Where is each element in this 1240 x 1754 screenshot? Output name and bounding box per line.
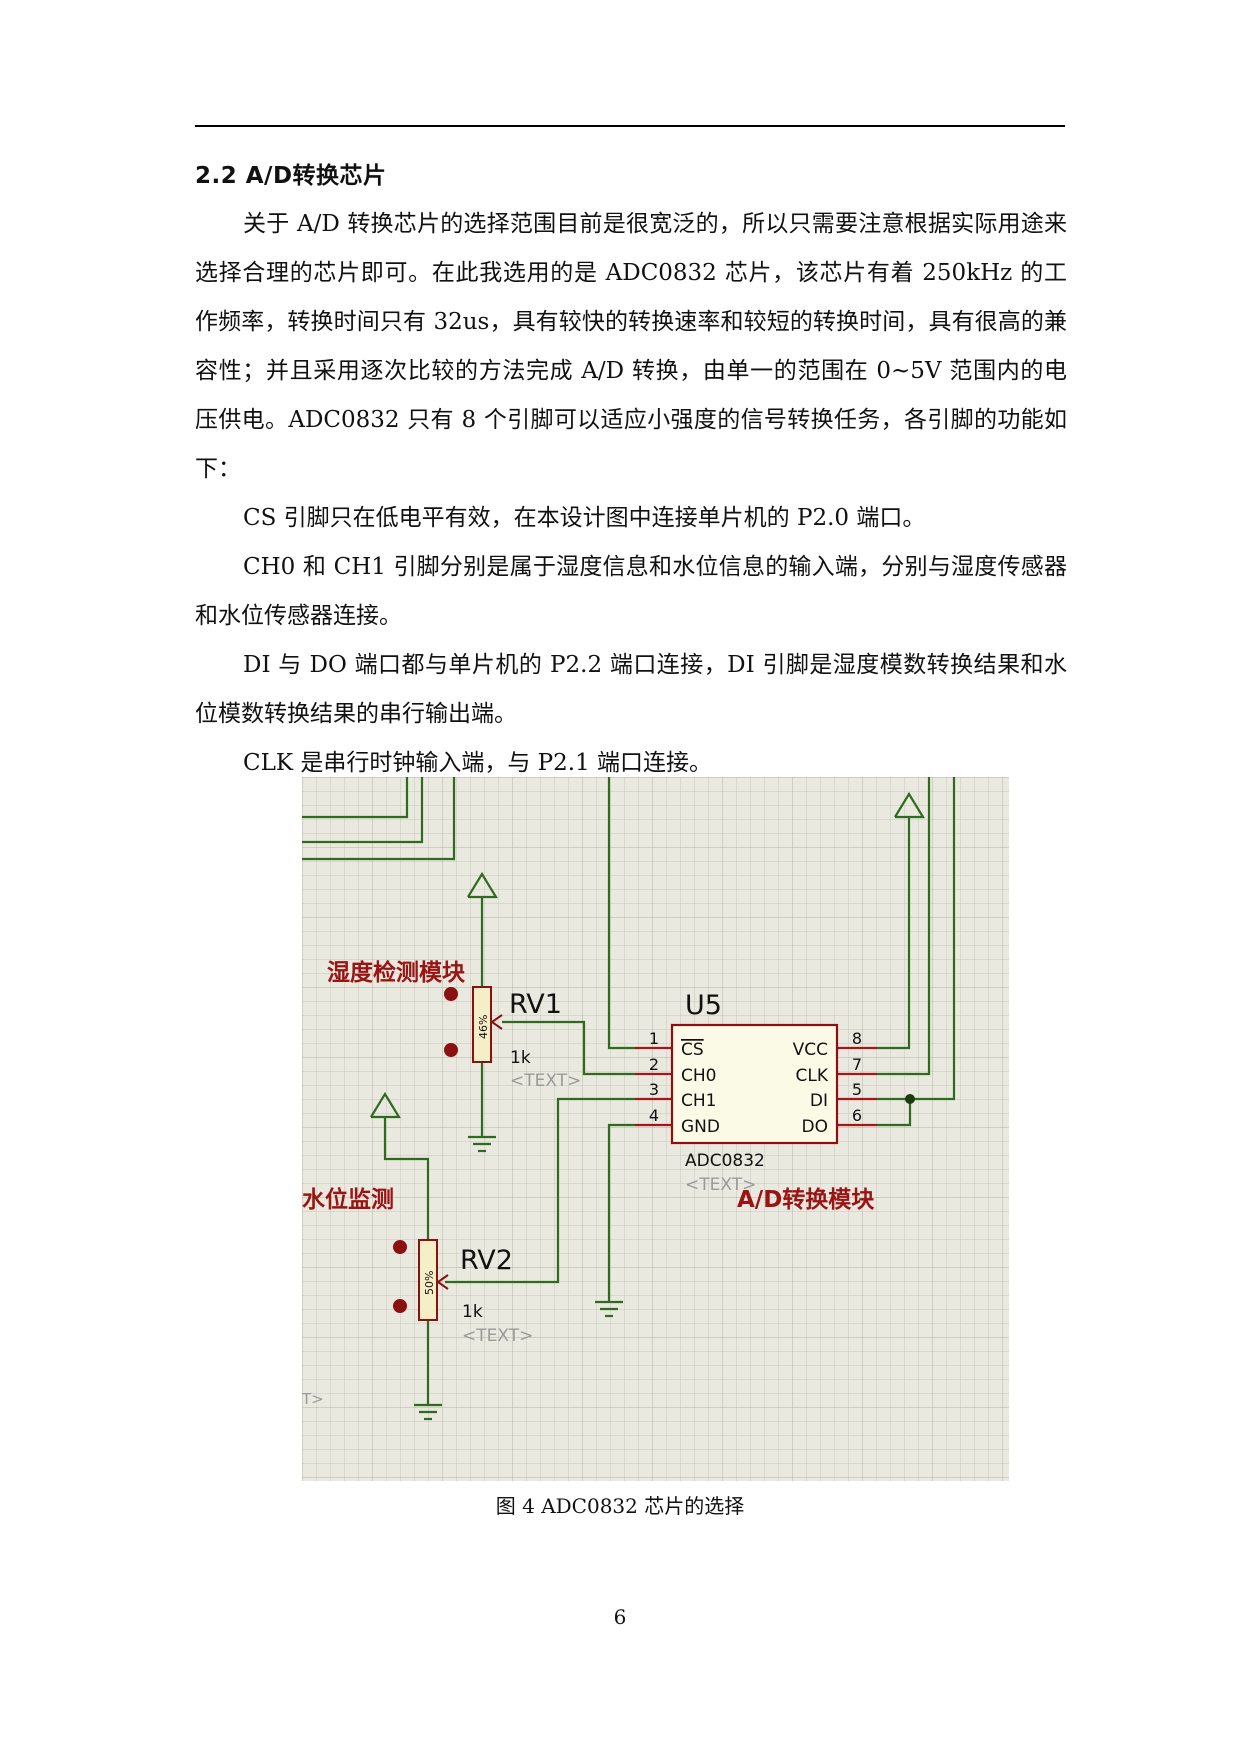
rv2-body	[418, 1239, 438, 1321]
rv2-percent: 50%	[423, 1271, 436, 1295]
rv1-ref: RV1	[509, 989, 562, 1020]
pin-name-do: DO	[802, 1117, 828, 1137]
rv2-ref: RV2	[460, 1245, 513, 1276]
u5-text-placeholder: <TEXT>	[685, 1175, 756, 1195]
paragraph-ch: CH0 和 CH1 引脚分别是属于湿度信息和水位信息的输入端，分别与湿度传感器和…	[195, 554, 1067, 629]
pin-number: 4	[649, 1106, 659, 1125]
pin-stubs	[635, 1046, 877, 1127]
rv1-terminal-down	[444, 1043, 458, 1057]
paragraph-clk: CLK 是串行时钟输入端，与 P2.1 端口连接。	[243, 750, 713, 776]
u5-chip-body	[670, 1023, 839, 1145]
page-number: 6	[613, 1605, 627, 1629]
rv1-text-placeholder: <TEXT>	[510, 1071, 581, 1091]
rv1-value: 1k	[510, 1048, 531, 1068]
pin-name-di: DI	[810, 1091, 828, 1111]
paragraph-di-do: DI 与 DO 端口都与单片机的 P2.2 端口连接，DI 引脚是湿度模数转换结…	[195, 652, 1067, 727]
edge-text-fragment: T>	[302, 1390, 324, 1408]
pin-number: 6	[852, 1106, 862, 1125]
water-module-label: 水位监测	[302, 1186, 394, 1213]
pin-number: 2	[649, 1055, 659, 1074]
rv2-terminal-up	[393, 1240, 407, 1254]
pin-name-cs: CS	[681, 1040, 704, 1060]
circuit-schematic: 湿度检测模块 水位监测 A/D转换模块 RV1 1k <TEXT> 46% RV…	[301, 777, 1009, 1481]
junction-dot	[905, 1094, 915, 1104]
rv2-text-placeholder: <TEXT>	[462, 1326, 533, 1346]
pin-name-clk: CLK	[796, 1066, 829, 1086]
ground-symbols	[414, 1135, 623, 1421]
rv2-wiper-arrow	[436, 1274, 449, 1290]
pin-name-vcc: VCC	[793, 1040, 828, 1060]
pin-name-ch1: CH1	[681, 1091, 716, 1111]
rv1-body	[472, 986, 492, 1063]
pin-number: 7	[852, 1055, 862, 1074]
pin-name-ch0: CH0	[681, 1066, 716, 1086]
section-heading: 2.2 A/D转换芯片	[195, 163, 387, 189]
figure-caption: 图 4 ADC0832 芯片的选择	[495, 1494, 745, 1518]
paragraph-intro: 关于 A/D 转换芯片的选择范围目前是很宽泛的，所以只需要注意根据实际用途来选择…	[195, 211, 1067, 482]
rv2-value: 1k	[462, 1302, 483, 1322]
rv2-terminal-down	[393, 1299, 407, 1313]
circuit-figure: 湿度检测模块 水位监测 A/D转换模块 RV1 1k <TEXT> 46% RV…	[301, 777, 1009, 1481]
pin-number: 3	[649, 1080, 659, 1099]
ad-module-label: A/D转换模块	[737, 1186, 874, 1213]
humidity-module-label: 湿度检测模块	[327, 959, 465, 986]
pin-name-gnd: GND	[681, 1117, 720, 1137]
rv1-percent: 46%	[477, 1015, 490, 1039]
u5-ref: U5	[685, 990, 722, 1021]
paragraph-cs: CS 引脚只在低电平有效，在本设计图中连接单片机的 P2.0 端口。	[243, 505, 926, 531]
wires	[302, 777, 956, 1405]
pin-number: 5	[852, 1080, 862, 1099]
grid-lines	[302, 777, 1009, 1481]
rv1-wiper-arrow	[490, 1014, 503, 1030]
pin-number: 8	[852, 1029, 862, 1048]
pin-number: 1	[649, 1029, 659, 1048]
rv1-terminal-up	[444, 987, 458, 1001]
header-rule	[195, 125, 1065, 127]
u5-part: ADC0832	[685, 1151, 765, 1171]
